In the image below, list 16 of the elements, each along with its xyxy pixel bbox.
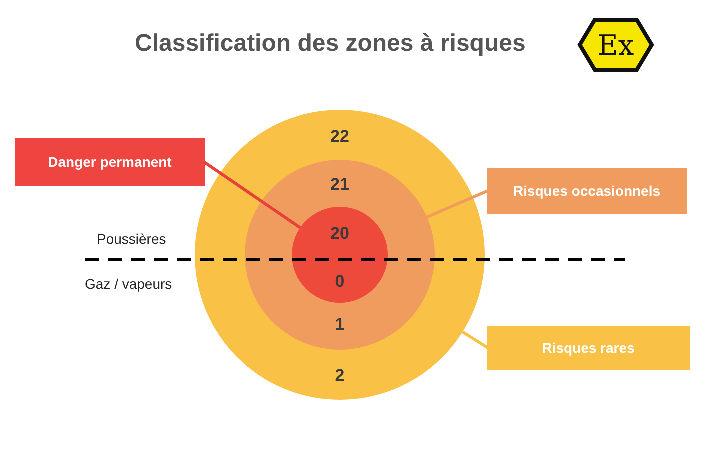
ex-hexagon-icon: Ex: [577, 17, 655, 73]
leader-line: [462, 330, 489, 350]
zone-number: 1: [335, 315, 345, 334]
zone-number: 2: [335, 366, 345, 385]
zone-number: 20: [330, 224, 350, 243]
medium-label: Poussières: [97, 231, 166, 247]
zone-number: 21: [330, 175, 350, 194]
callout-box: Risques rares: [487, 326, 690, 370]
leader-line: [203, 160, 302, 230]
callout-box: Danger permanent: [15, 138, 205, 186]
zone-number: 22: [330, 127, 350, 146]
medium-label: Gaz / vapeurs: [85, 276, 172, 292]
callout-box: Risques occasionnels: [487, 168, 687, 214]
leader-line: [426, 190, 489, 219]
title: Classification des zones à risques: [135, 30, 526, 58]
zone-number: 0: [335, 272, 345, 291]
